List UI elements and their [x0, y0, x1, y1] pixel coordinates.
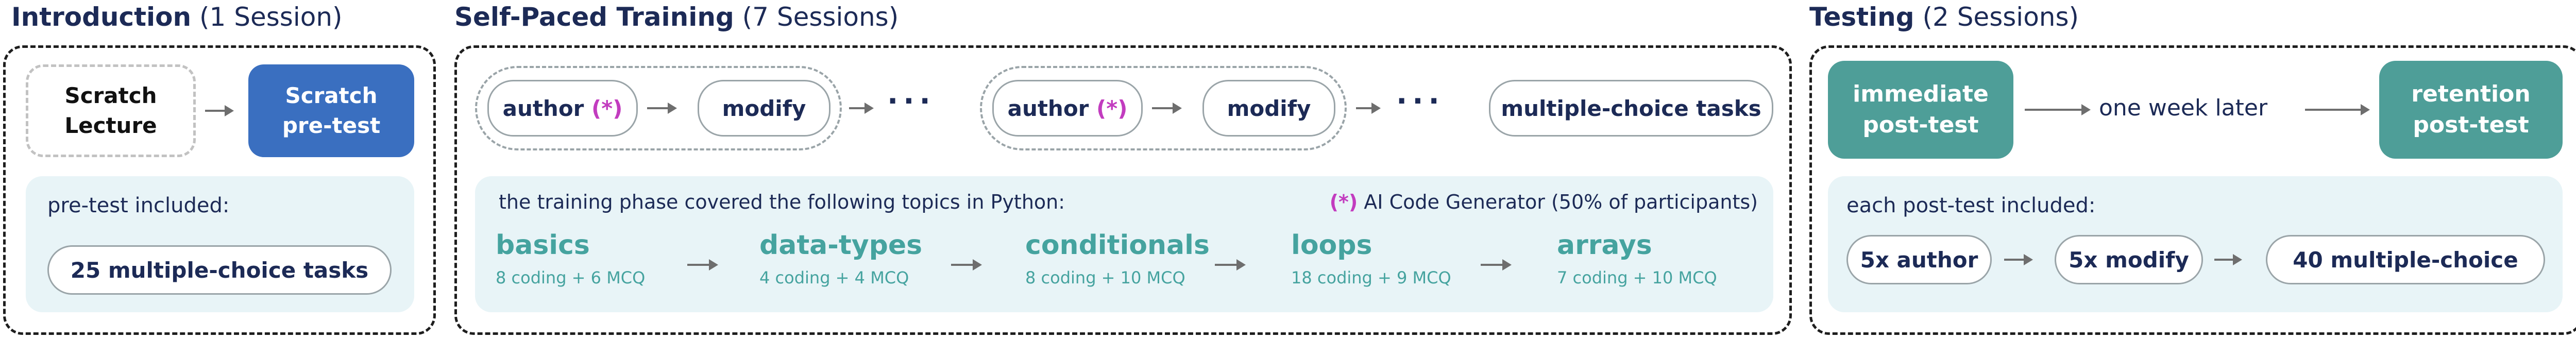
introduction-sessions: (1 Session) — [199, 2, 343, 32]
modify-task-pill-2: modify — [1202, 80, 1335, 137]
posttest-author-pill: 5x author — [1846, 235, 1992, 284]
pretest-line-1: Scratch — [285, 83, 378, 108]
arrow-author-modify-2 — [1152, 103, 1182, 114]
topic-conditionals-count: 8 coding + 10 MCQ — [1025, 268, 1185, 288]
ai-marker-1: (*) — [591, 95, 623, 121]
topic-basics-count: 8 coding + 6 MCQ — [496, 268, 646, 288]
pretest-panel-label: pre-test included: — [47, 194, 230, 217]
pretest-panel: pre-test included: 25 multiple-choice ta… — [26, 176, 414, 312]
pretest-task-pill: 25 multiple-choice tasks — [47, 245, 392, 295]
lecture-line-2: Lecture — [64, 113, 157, 138]
pretest-line-2: pre-test — [282, 113, 381, 138]
session-group-1 — [475, 66, 842, 150]
arrow-to-dots-2 — [1356, 103, 1381, 114]
author-task-pill-2: author (*) — [992, 80, 1143, 137]
introduction-frame — [3, 45, 436, 335]
ai-marker-2: (*) — [1096, 95, 1128, 121]
arrow-to-delay — [2025, 104, 2091, 115]
training-frame — [454, 45, 1792, 335]
immediate-posttest-box: immediate post-test — [1828, 61, 2013, 159]
topic-arrow-1 — [687, 259, 718, 271]
author-label-1: author — [502, 95, 584, 121]
posttest-modify-pill: 5x modify — [2055, 235, 2203, 284]
modify-task-pill-1: modify — [698, 80, 831, 137]
posttest-arrow-2 — [2214, 254, 2242, 265]
session-group-2 — [980, 66, 1347, 150]
testing-title: Testing — [1809, 2, 1914, 32]
arrow-to-dots-1 — [849, 103, 874, 114]
scratch-pretest-box: Scratch pre-test — [248, 64, 414, 157]
section-title-training: Self-Paced Training (7 Sessions) — [454, 2, 899, 32]
section-title-testing: Testing (2 Sessions) — [1809, 2, 2079, 32]
training-sessions: (7 Sessions) — [742, 2, 899, 32]
lecture-line-1: Scratch — [64, 83, 157, 108]
ai-note-text: AI Code Generator (50% of participants) — [1364, 191, 1758, 213]
section-title-introduction: Introduction (1 Session) — [11, 2, 343, 32]
scratch-lecture-box: Scratch Lecture — [26, 64, 196, 157]
topic-conditionals: conditionals — [1025, 230, 1210, 261]
topic-loops: loops — [1291, 230, 1372, 261]
retention-posttest-box: retention post-test — [2379, 61, 2563, 159]
topic-data-types: data-types — [759, 230, 923, 261]
topic-loops-count: 18 coding + 9 MCQ — [1291, 268, 1451, 288]
delay-label: one week later — [2099, 95, 2268, 121]
ai-note-marker: (*) — [1329, 191, 1358, 213]
intro-arrow — [205, 105, 234, 116]
topic-arrays-count: 7 coding + 10 MCQ — [1557, 268, 1717, 288]
retention-line-1: retention — [2411, 81, 2531, 107]
author-task-pill-1: author (*) — [487, 80, 638, 137]
immediate-line-2: post-test — [1862, 112, 1979, 138]
testing-sessions: (2 Sessions) — [1922, 2, 2079, 32]
ellipsis-2: ··· — [1396, 84, 1445, 118]
topic-basics: basics — [496, 230, 590, 261]
posttest-panel-label: each post-test included: — [1846, 194, 2096, 217]
training-title: Self-Paced Training — [454, 2, 734, 32]
arrow-author-modify-1 — [647, 103, 677, 114]
arrow-to-retention — [2305, 104, 2370, 115]
mcq-tasks-pill: multiple-choice tasks — [1489, 80, 1773, 137]
topics-intro: the training phase covered the following… — [499, 191, 1065, 213]
topic-arrow-3 — [1215, 259, 1246, 271]
topic-arrow-2 — [951, 259, 982, 271]
ellipsis-1: ··· — [887, 84, 936, 118]
immediate-line-1: immediate — [1853, 81, 1989, 107]
topic-arrow-4 — [1481, 259, 1512, 271]
posttest-mcq-pill: 40 multiple-choice — [2266, 235, 2545, 284]
topic-arrays: arrays — [1557, 230, 1652, 261]
posttest-panel: each post-test included: 5x author 5x mo… — [1828, 176, 2563, 312]
introduction-title: Introduction — [11, 2, 192, 32]
posttest-arrow-1 — [2004, 254, 2033, 265]
ai-note: (*) AI Code Generator (50% of participan… — [1330, 191, 1758, 213]
topic-data-types-count: 4 coding + 4 MCQ — [759, 268, 909, 288]
retention-line-2: post-test — [2413, 112, 2529, 138]
author-label-2: author — [1007, 95, 1089, 121]
topics-panel: the training phase covered the following… — [475, 176, 1773, 312]
testing-frame — [1809, 45, 2576, 335]
